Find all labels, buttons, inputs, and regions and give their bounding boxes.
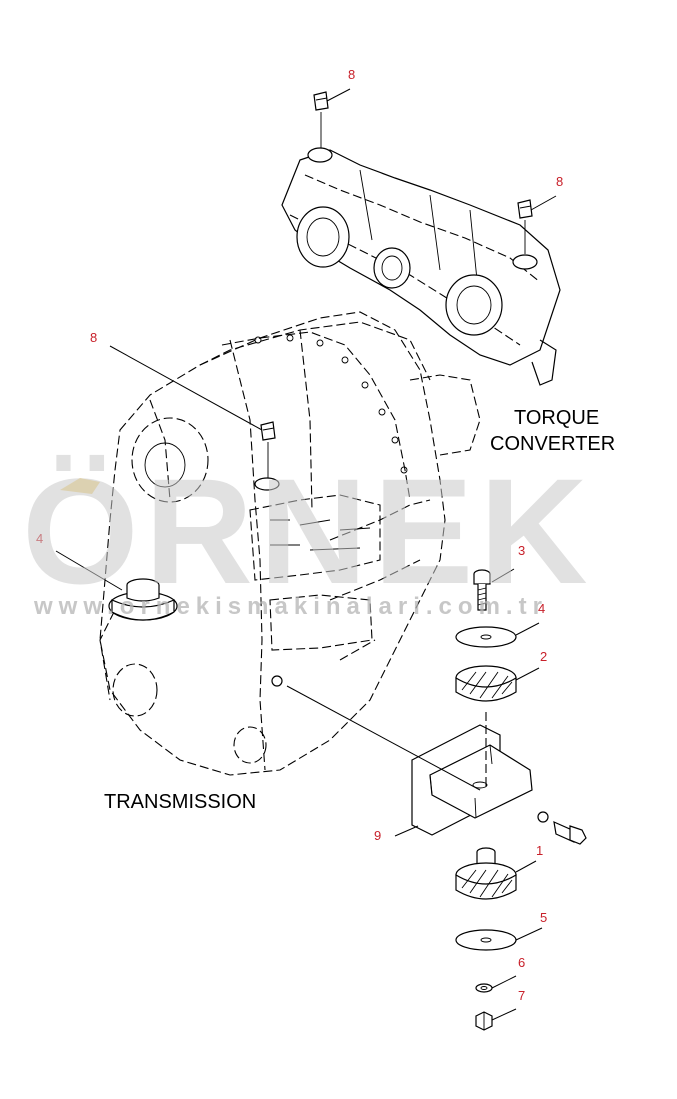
torque-converter-label-line2: CONVERTER [490,433,615,455]
watermark-url: www.ornekismakinalari.com.tr [33,593,548,620]
torque-converter-label-line1: TORQUE [514,407,599,429]
callout-labels: 8 8 8 4 3 4 2 9 1 5 6 7 [36,67,563,1003]
transmission-label: TRANSMISSION [104,791,256,813]
washer-part-5 [455,929,517,951]
breather-right [517,199,533,254]
callout-9: 9 [374,828,381,843]
callout-1: 1 [536,843,543,858]
nut-part-7 [475,1011,493,1031]
callout-5: 5 [540,910,547,925]
callout-4-right: 4 [538,601,545,616]
lock-washer-part-6 [475,983,493,993]
torque-converter-housing [281,147,561,386]
bolt-part-3 [473,569,491,611]
bracket-part-9 [411,712,587,845]
breather-top [313,91,329,148]
left-mount-cushion [108,578,178,621]
callout-3: 3 [518,543,525,558]
callout-2: 2 [540,649,547,664]
watermark-brand: ÖRNEK [22,447,594,615]
callout-7: 7 [518,988,525,1003]
callout-8-right: 8 [556,174,563,189]
callout-8-top: 8 [348,67,355,82]
callout-8-left: 8 [90,330,97,345]
cushion-part-2 [455,665,517,702]
leader-lines [55,88,557,1021]
callout-6: 6 [518,955,525,970]
callout-4-left: 4 [36,531,43,546]
watermark: ÖRNEK www.ornekismakinalari.com.tr [22,447,594,620]
washer-part-4 [455,626,517,648]
transmission-body [99,311,481,776]
cushion-part-1 [455,847,517,900]
watermark-accent [60,478,100,494]
breather-left [260,421,276,478]
